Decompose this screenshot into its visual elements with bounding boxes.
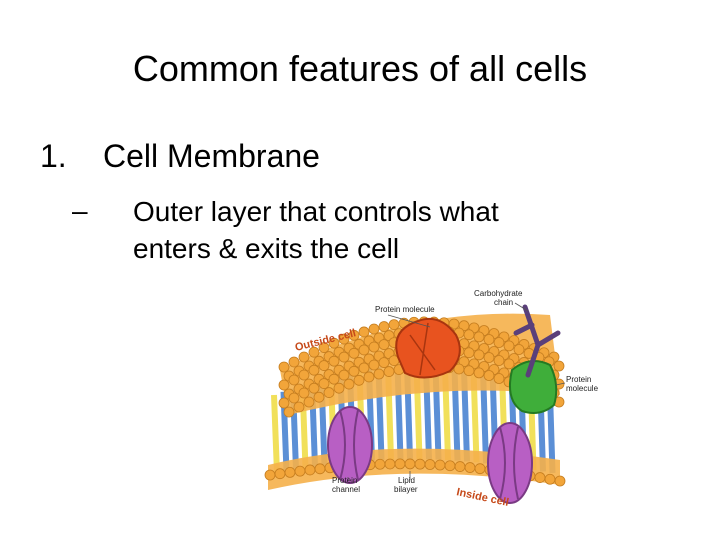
phospholipid-head <box>344 379 354 389</box>
phospholipid-head <box>314 392 324 402</box>
phospholipid-head <box>299 388 309 398</box>
bullet-dash: – <box>72 193 88 229</box>
phospholipid-head <box>474 332 484 342</box>
phospholipid-head <box>304 397 314 407</box>
protein-channel-left <box>328 407 372 483</box>
phospholipid-head <box>455 462 465 472</box>
lipid-tail <box>274 395 277 473</box>
phospholipid-head <box>299 370 309 380</box>
bullet-text: Outer layer that controls what enters & … <box>133 193 693 267</box>
phospholipid-head <box>284 407 294 417</box>
phospholipid-head <box>349 348 359 358</box>
phospholipid-head <box>484 352 494 362</box>
phospholipid-head <box>369 360 379 370</box>
phospholipid-head <box>415 459 425 469</box>
label-protein-molecule-top: Protein molecule <box>375 305 435 314</box>
phospholipid-head <box>289 375 299 385</box>
cell-membrane-diagram: Protein molecule Carbohydrate chain Outs… <box>260 285 620 530</box>
phospholipid-head <box>309 365 319 375</box>
phospholipid-head <box>504 359 514 369</box>
phospholipid-head <box>475 464 485 474</box>
phospholipid-head <box>354 375 364 385</box>
phospholipid-head <box>555 476 565 486</box>
phospholipid-head <box>395 459 405 469</box>
phospholipid-head <box>319 361 329 371</box>
phospholipid-head <box>425 459 435 469</box>
cell-membrane-illustration: Protein molecule Carbohydrate chain Outs… <box>260 285 620 530</box>
phospholipid-head <box>385 459 395 469</box>
phospholipid-head <box>484 370 494 380</box>
bullet-text-line-2: enters & exits the cell <box>133 230 693 267</box>
list-item-number: 1. <box>40 134 67 178</box>
phospholipid-head <box>369 324 379 334</box>
phospholipid-head <box>494 338 504 348</box>
phospholipid-head <box>364 372 374 382</box>
phospholipid-head <box>474 368 484 378</box>
phospholipid-head <box>305 465 315 475</box>
phospholipid-head <box>464 330 474 340</box>
phospholipid-head <box>379 358 389 368</box>
phospholipid-head <box>405 459 415 469</box>
phospholipid-head <box>514 345 524 355</box>
phospholipid-head <box>309 383 319 393</box>
phospholipid-head <box>279 398 289 408</box>
phospholipid-head <box>504 341 514 351</box>
phospholipid-head <box>279 380 289 390</box>
phospholipid-head <box>545 474 555 484</box>
phospholipid-head <box>435 460 445 470</box>
phospholipid-head <box>379 322 389 332</box>
phospholipid-head <box>535 473 545 483</box>
phospholipid-head <box>294 402 304 412</box>
label-carbohydrate-line-2: chain <box>494 298 513 307</box>
phospholipid-head <box>315 464 325 474</box>
list-item-heading: Cell Membrane <box>103 134 320 178</box>
phospholipid-head <box>324 388 334 398</box>
phospholipid-head <box>379 340 389 350</box>
phospholipid-head <box>389 320 399 330</box>
phospholipid-head <box>374 369 384 379</box>
phospholipid-head <box>289 357 299 367</box>
protein-channel-right <box>488 423 532 503</box>
phospholipid-head <box>554 361 564 371</box>
phospholipid-head <box>275 469 285 479</box>
phospholipid-head <box>359 363 369 373</box>
phospholipid-head <box>299 352 309 362</box>
phospholipid-head <box>494 356 504 366</box>
phospholipid-head <box>285 467 295 477</box>
label-lipid-2: bilayer <box>394 485 418 494</box>
protein-molecule-right <box>510 361 556 413</box>
phospholipid-head <box>279 362 289 372</box>
phospholipid-head <box>289 393 299 403</box>
phospholipid-head <box>329 374 339 384</box>
bullet-text-line-1: Outer layer that controls what <box>133 193 693 230</box>
phospholipid-head <box>369 342 379 352</box>
phospholipid-head <box>339 352 349 362</box>
label-lipid-1: Lipid <box>398 476 415 485</box>
phospholipid-head <box>265 470 275 480</box>
label-protein-molecule-right-2: molecule <box>566 384 599 393</box>
phospholipid-head <box>465 463 475 473</box>
phospholipid-head <box>334 383 344 393</box>
phospholipid-head <box>494 374 504 384</box>
phospholipid-head <box>295 466 305 476</box>
phospholipid-head <box>484 334 494 344</box>
phospholipid-head <box>464 366 474 376</box>
phospholipid-head <box>319 379 329 389</box>
label-carbohydrate-line-1: Carbohydrate <box>474 289 523 298</box>
slide-title: Common features of all cells <box>0 44 720 94</box>
phospholipid-head <box>474 350 484 360</box>
phospholipid-head <box>359 345 369 355</box>
phospholipid-head <box>329 356 339 366</box>
label-protein-molecule-right-1: Protein <box>566 375 591 384</box>
phospholipid-head <box>464 348 474 358</box>
label-protein-channel-1: Protein <box>332 476 357 485</box>
phospholipid-head <box>445 461 455 471</box>
phospholipid-head <box>349 366 359 376</box>
label-protein-channel-2: channel <box>332 485 360 494</box>
phospholipid-head <box>339 370 349 380</box>
phospholipid-head <box>375 459 385 469</box>
phospholipid-head <box>359 327 369 337</box>
phospholipid-head <box>384 367 394 377</box>
